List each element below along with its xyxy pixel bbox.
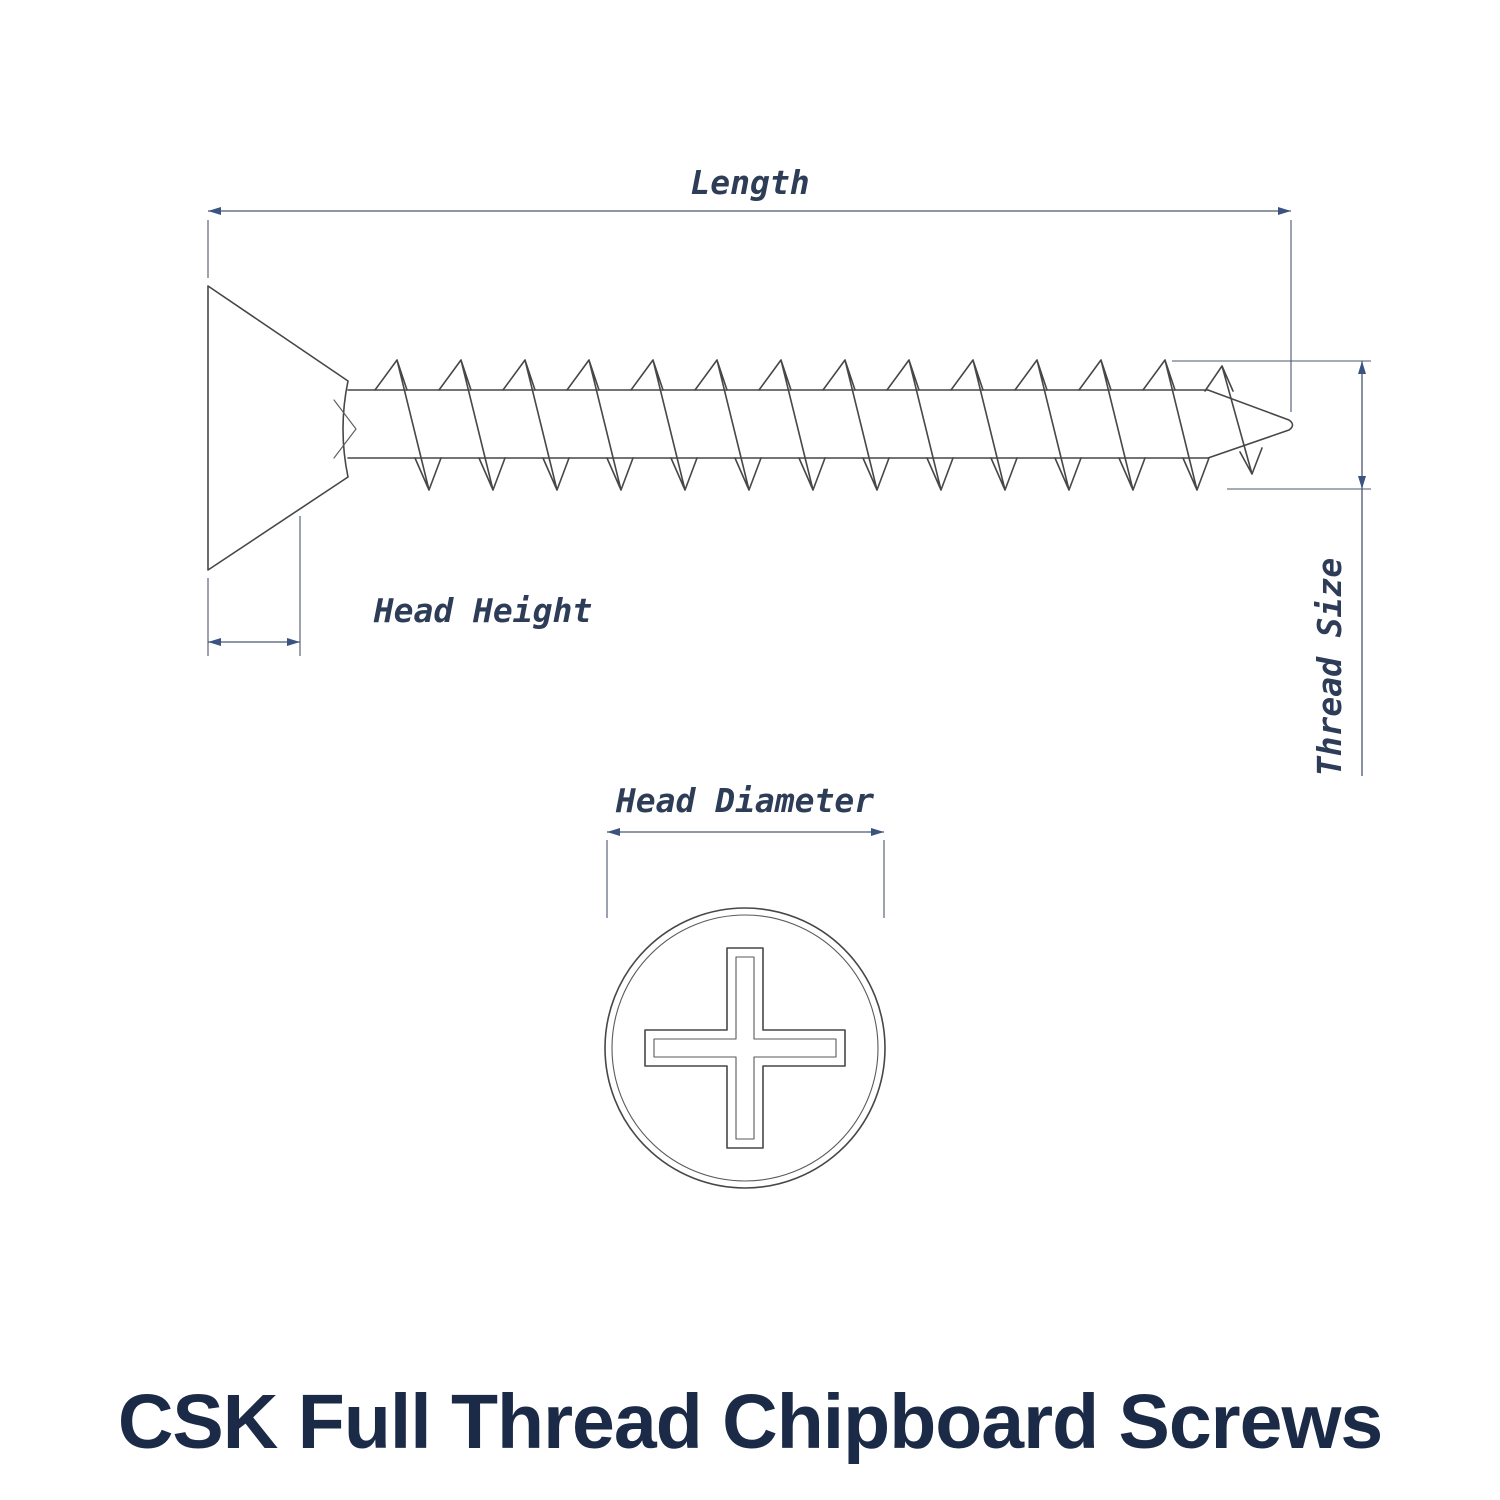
head-inner-circle: [611, 914, 879, 1182]
length-label: Length: [690, 163, 809, 202]
screw-threads: [374, 359, 1263, 491]
head-diameter-dimension: Head Diameter: [606, 781, 885, 918]
screw-head-recess-detail: [333, 399, 357, 459]
screw-head-top-view: [604, 907, 886, 1189]
thread-size-dimension: Thread Size: [1172, 360, 1371, 777]
head-diameter-label: Head Diameter: [615, 781, 874, 820]
screw-head-outline: [207, 285, 349, 571]
head-height-label: Head Height: [373, 591, 593, 630]
head-outer-circle: [604, 907, 886, 1189]
length-dimension: Length: [207, 163, 1292, 412]
phillips-cross-inner-line: [653, 956, 837, 1140]
thread-unit: [374, 359, 442, 491]
screw-tip: [1207, 389, 1294, 459]
screw-shank-core: [347, 389, 1209, 459]
phillips-cross-outline: [644, 947, 846, 1149]
thread-unit-tip: [1204, 365, 1263, 475]
page-title: CSK Full Thread Chipboard Screws: [118, 1379, 1382, 1465]
screw-side-view: [207, 285, 1294, 571]
head-height-dimension: Head Height: [207, 516, 593, 656]
thread-size-label: Thread Size: [1310, 558, 1349, 777]
